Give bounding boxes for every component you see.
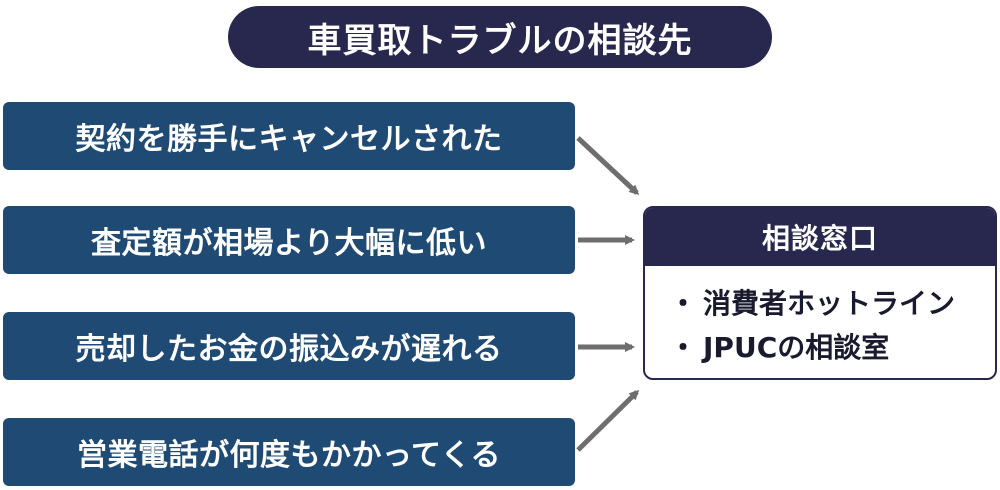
contact-item-hotline: ・ 消費者ホットライン — [669, 280, 995, 324]
bullet-icon: ・ — [669, 287, 698, 320]
cause-box-low-appraisal: 査定額が相場より大幅に低い — [3, 206, 575, 274]
bullet-icon: ・ — [669, 331, 698, 364]
contact-item-label: 消費者ホットライン — [703, 287, 956, 320]
arrow-4 — [576, 389, 640, 452]
cause-box-sales-calls: 営業電話が何度もかかってくる — [3, 418, 575, 486]
cause-box-cancel: 契約を勝手にキャンセルされた — [3, 102, 575, 170]
contact-header: 相談窓口 — [645, 208, 995, 266]
cause-box-late-payment: 売却したお金の振込みが遅れる — [3, 312, 575, 380]
contact-item-jpuc: ・ JPUCの相談室 — [669, 324, 995, 368]
diagram-title: 車買取トラブルの相談先 — [228, 6, 772, 68]
contact-box: 相談窓口 ・ 消費者ホットライン ・ JPUCの相談室 — [643, 206, 997, 380]
arrow-1 — [576, 136, 640, 196]
contact-item-label: JPUCの相談室 — [703, 331, 890, 364]
contact-list: ・ 消費者ホットライン ・ JPUCの相談室 — [645, 266, 995, 368]
